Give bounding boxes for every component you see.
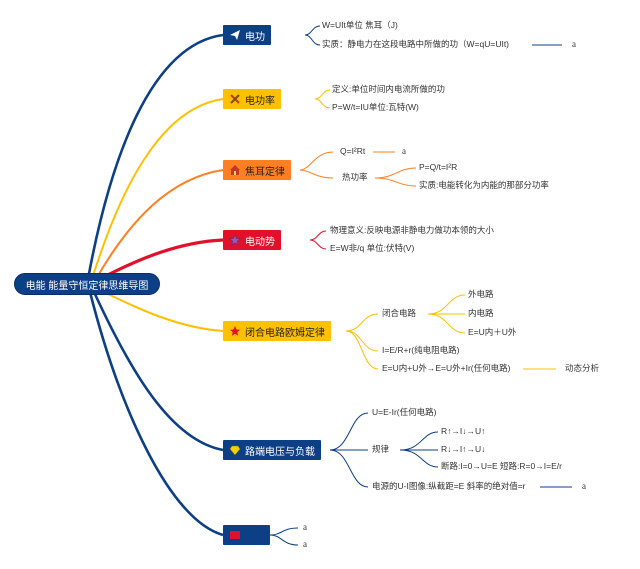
leaf-r-decrease: R↓→I↑→U↓ bbox=[441, 444, 486, 454]
branch-label: 焦耳定律 bbox=[245, 166, 285, 178]
branch-electric-work[interactable]: 电功 bbox=[223, 25, 271, 45]
connector-power bbox=[91, 98, 224, 280]
leaf-dynamic-analysis: 动态分析 bbox=[565, 363, 600, 373]
connector-terminal bbox=[92, 291, 224, 452]
connector-flag bbox=[88, 291, 224, 537]
branch-terminal-voltage-load[interactable]: 路端电压与负载 bbox=[223, 440, 321, 460]
leaf-flag-a2: a bbox=[303, 539, 307, 549]
home-icon bbox=[229, 164, 241, 176]
leaf-work-unit: W=UIt单位 焦耳（J) bbox=[322, 20, 398, 30]
star-icon bbox=[229, 325, 241, 337]
branch-label: 电功率 bbox=[245, 95, 275, 107]
branch-closed-circuit-ohm-law[interactable]: 闭合电路欧姆定律 bbox=[223, 321, 331, 341]
connector-work bbox=[86, 33, 224, 280]
leaf-ui-graph: 电源的U-I图像:纵截距=E 斜率的绝对值=r bbox=[372, 481, 526, 491]
leaf-thermal-power-essence: 实质:电能转化为内能的那部分功率 bbox=[419, 180, 549, 190]
flag-icon bbox=[229, 529, 241, 541]
root-node[interactable]: 电能 能量守恒定律思维导图 bbox=[14, 273, 160, 295]
leaf-work-essence-tail: a bbox=[572, 39, 576, 49]
leaf-emf-meaning: 物理意义:反映电源非静电力做功本领的大小 bbox=[330, 225, 494, 235]
branch-electric-power[interactable]: 电功率 bbox=[223, 89, 281, 109]
leaf-power-definition: 定义:单位时间内电流所做的功 bbox=[332, 84, 445, 94]
diamond-icon bbox=[229, 444, 241, 456]
branch-flag[interactable] bbox=[223, 525, 270, 545]
branch-label: 闭合电路欧姆定律 bbox=[245, 327, 325, 339]
leaf-joule-q-tail: a bbox=[402, 146, 406, 156]
leaf-pure-resistance: I=E/R+r(纯电阻电路) bbox=[382, 345, 460, 355]
leaf-rule: 规律 bbox=[372, 444, 390, 454]
leaf-flag-a1: a bbox=[303, 522, 307, 532]
star-outline-icon bbox=[229, 234, 241, 246]
leaf-emf-sum: E=U内＋U外 bbox=[468, 327, 517, 337]
leaf-emf-formula: E=W非/q 单位:伏特(V) bbox=[330, 243, 415, 253]
branch-joule-law[interactable]: 焦耳定律 bbox=[223, 160, 291, 180]
leaf-inner-circuit: 内电路 bbox=[468, 308, 494, 318]
connector-joule bbox=[95, 169, 224, 280]
leaf-work-essence: 实质：静电力在这段电路中所做的功（W=qU=UIt) bbox=[322, 39, 510, 49]
paper-plane-icon bbox=[229, 29, 241, 41]
connector-emf bbox=[99, 238, 224, 281]
leaf-joule-q: Q=I²Rt bbox=[340, 146, 366, 156]
leaf-any-circuit: E=U内+U外→E=U外+Ir(任何电路) bbox=[382, 363, 511, 373]
connector-ohm bbox=[99, 289, 224, 332]
leaf-thermal-power: 热功率 bbox=[342, 172, 368, 182]
leaf-ui-graph-tail: a bbox=[582, 481, 586, 491]
tools-icon bbox=[229, 93, 241, 105]
root-label: 电能 能量守恒定律思维导图 bbox=[25, 280, 149, 292]
leaf-power-formula: P=W/t=IU单位:瓦特(W) bbox=[332, 102, 419, 112]
leaf-thermal-power-formula: P=Q/t=I²R bbox=[419, 162, 458, 172]
leaf-closed-circuit: 闭合电路 bbox=[382, 308, 417, 318]
branch-label: 路端电压与负载 bbox=[245, 446, 315, 458]
branch-label: 电功 bbox=[245, 31, 265, 43]
branch-label: 电动势 bbox=[245, 236, 275, 248]
branch-emf[interactable]: 电动势 bbox=[223, 230, 281, 250]
leaf-open-short-circuit: 断路:I=0→U=E 短路:R=0→I=E/r bbox=[441, 461, 562, 471]
leaf-outer-circuit: 外电路 bbox=[468, 289, 494, 299]
leaf-terminal-voltage: U=E-Ir(任何电路) bbox=[372, 407, 437, 417]
leaf-r-increase: R↑→I↓→U↑ bbox=[441, 426, 486, 436]
